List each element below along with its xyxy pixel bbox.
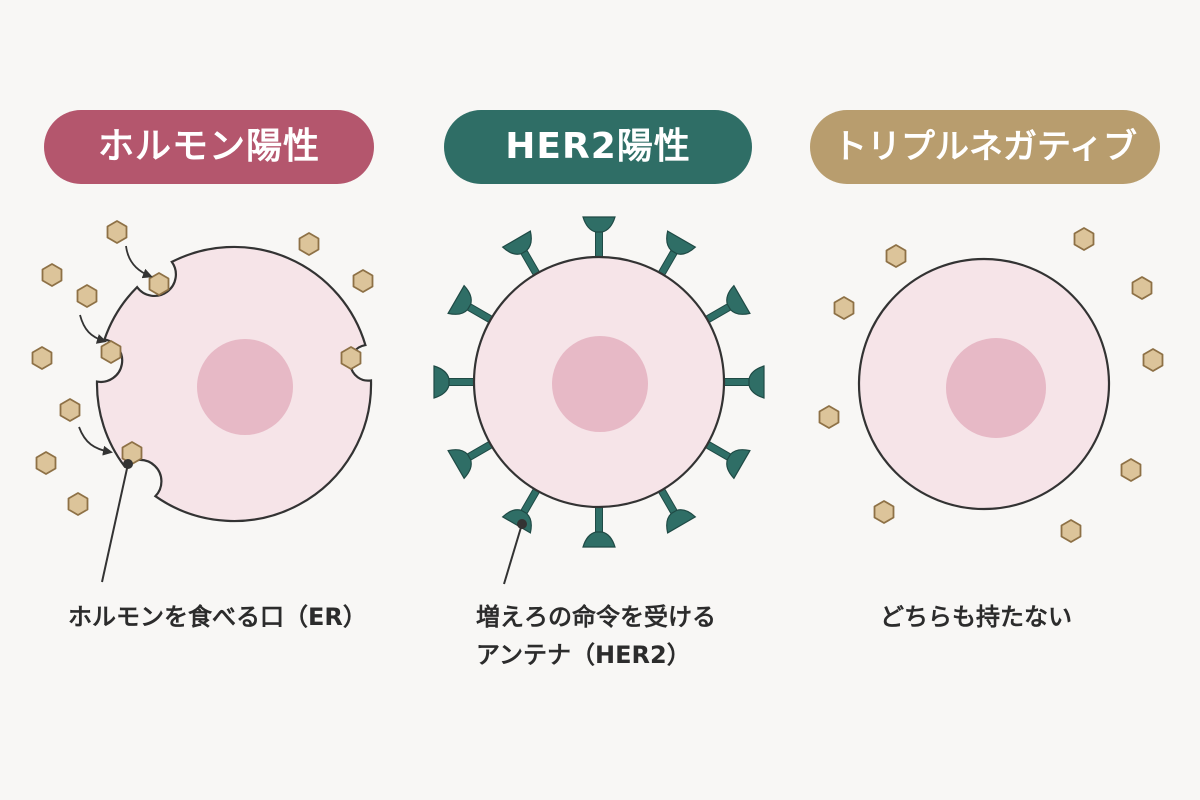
title-triple-negative: トリプルネガティブ: [810, 110, 1160, 184]
her2-antenna-icon: [582, 504, 616, 548]
arrow-to-receptor-3: [78, 426, 113, 456]
hormone-particle-icon: [1131, 276, 1153, 300]
triple-negative-cell: [818, 227, 1164, 543]
hormone-positive-cell: [31, 220, 374, 583]
her2-antenna-icon: [703, 284, 751, 325]
caption-her2-line2: アンテナ（HER2）: [476, 641, 691, 669]
title-hormone-positive: ホルモン陽性: [44, 110, 374, 184]
hormone-particle-icon: [885, 244, 907, 268]
caption-her2-line1: 増えろの命令を受ける: [476, 603, 716, 631]
hormone-particle-icon: [1120, 458, 1142, 482]
hormone-particle-icon: [833, 296, 855, 320]
hormone-particle-icon: [1073, 227, 1095, 251]
her2-cell-nucleus: [552, 336, 648, 432]
her2-antenna-icon: [501, 230, 542, 278]
hormone-particle-icon: [298, 232, 320, 256]
er-cell-nucleus: [197, 339, 293, 435]
leader-dot-her2: [517, 519, 527, 529]
hormone-particle-icon: [1060, 519, 1082, 543]
her2-antenna-icon: [582, 216, 616, 260]
her2-antenna-icon: [721, 365, 765, 399]
leader-line-her2: [503, 519, 527, 585]
leader-line-er-path: [101, 463, 129, 583]
hormone-particle-icon: [67, 492, 89, 516]
her2-positive-cell: [433, 216, 765, 585]
hormone-particle-icon: [818, 405, 840, 429]
hormone-particle-icon: [35, 451, 57, 475]
hormone-particle-icon: [100, 340, 122, 364]
hormone-particle-icon: [31, 346, 53, 370]
hormone-particle-icon: [59, 398, 81, 422]
caption-triple-negative: どちらも持たない: [880, 603, 1072, 631]
hormone-particle-icon: [340, 346, 362, 370]
caption-er: ホルモンを食べる口（ER）: [68, 603, 367, 631]
tn-cell-nucleus: [946, 338, 1046, 438]
leader-line-her2-path: [503, 523, 523, 585]
hormone-particle-icon: [1142, 348, 1164, 372]
hormone-particle-icon: [873, 500, 895, 524]
arrows-panel1: [78, 245, 153, 456]
hormone-particle-icon: [106, 220, 128, 244]
arrow-to-receptor-1: [125, 245, 153, 279]
arrow-to-receptor-2: [79, 314, 107, 344]
hormone-particles-panel1: [31, 220, 374, 516]
her2-antenna-icon: [433, 365, 477, 399]
caption-her2: 増えろの命令を受ける アンテナ（HER2）: [476, 598, 716, 674]
hormone-particles-panel3: [818, 227, 1164, 543]
her2-antenna-icon: [656, 486, 697, 534]
leader-line-er: [101, 459, 133, 583]
her2-antenna-icon: [703, 439, 751, 480]
leader-dot-er: [123, 459, 133, 469]
title-her2-positive: HER2陽性: [444, 110, 752, 184]
hormone-particle-icon: [352, 269, 374, 293]
hormone-particle-icon: [148, 272, 170, 296]
hormone-particle-icon: [76, 284, 98, 308]
hormone-particle-icon: [41, 263, 63, 287]
